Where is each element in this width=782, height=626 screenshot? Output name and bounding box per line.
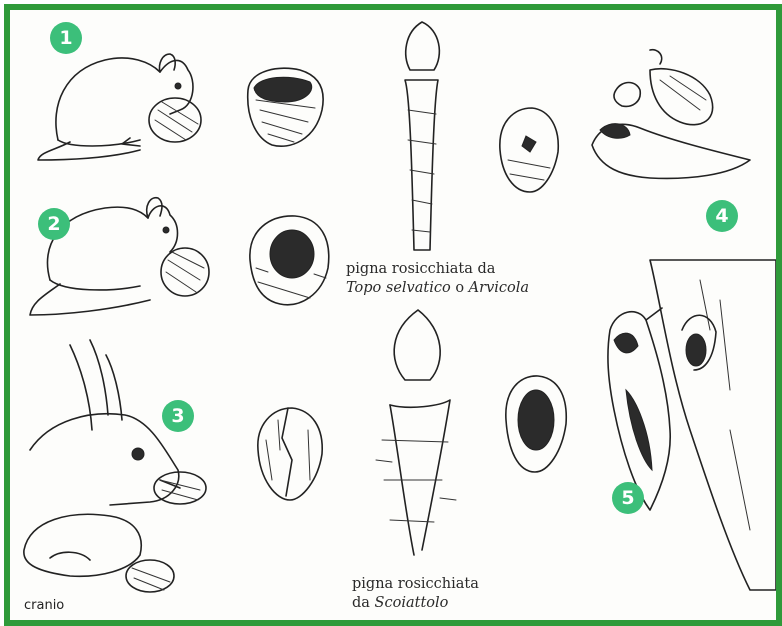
pinecone-squirrel [376, 310, 456, 555]
squirrel-skull [24, 514, 174, 592]
nut-shell-2 [250, 216, 329, 305]
nut-shell-1 [248, 68, 323, 146]
woodpecker-bird [608, 260, 776, 590]
mouse-eating-nut-1 [38, 54, 201, 160]
caption-pinecone-squirrel-line2: da Scoiattolo [352, 594, 479, 613]
pinecone-mouse [405, 22, 439, 250]
caption-pinecone-mouse: pigna rosicchiata da Topo selvatico o Ar… [346, 260, 529, 298]
caption-skull: cranio [24, 596, 64, 615]
caption-pinecone-mouse-line1: pigna rosicchiata da [346, 260, 529, 279]
badge-1: 1 [50, 22, 82, 54]
caption-pinecone-squirrel: pigna rosicchiata da Scoiattolo [352, 575, 479, 613]
badge-3: 3 [162, 400, 194, 432]
caption-species-arvicola: Arvicola [469, 280, 529, 296]
badge-5: 5 [612, 482, 644, 514]
badge-2: 2 [38, 208, 70, 240]
caption-conjunction: o [451, 280, 469, 296]
caption-pinecone-squirrel-line1: pigna rosicchiata [352, 575, 479, 594]
caption-species-scoiattolo: Scoiattolo [375, 595, 449, 611]
nut-woodpecker-hole [500, 108, 558, 192]
illustration-frame: 1 2 3 4 5 pigna rosicchiata da Topo selv… [4, 4, 782, 626]
nut-split-3 [258, 408, 322, 500]
caption-species-topo: Topo selvatico [346, 280, 451, 296]
caption-pinecone-mouse-line2: Topo selvatico o Arvicola [346, 279, 529, 298]
illustration-drawings [10, 10, 776, 620]
nuthatch-bird [592, 50, 750, 179]
nut-squirrel-hole [506, 376, 566, 472]
badge-4: 4 [706, 200, 738, 232]
caption-prefix: da [352, 595, 375, 611]
